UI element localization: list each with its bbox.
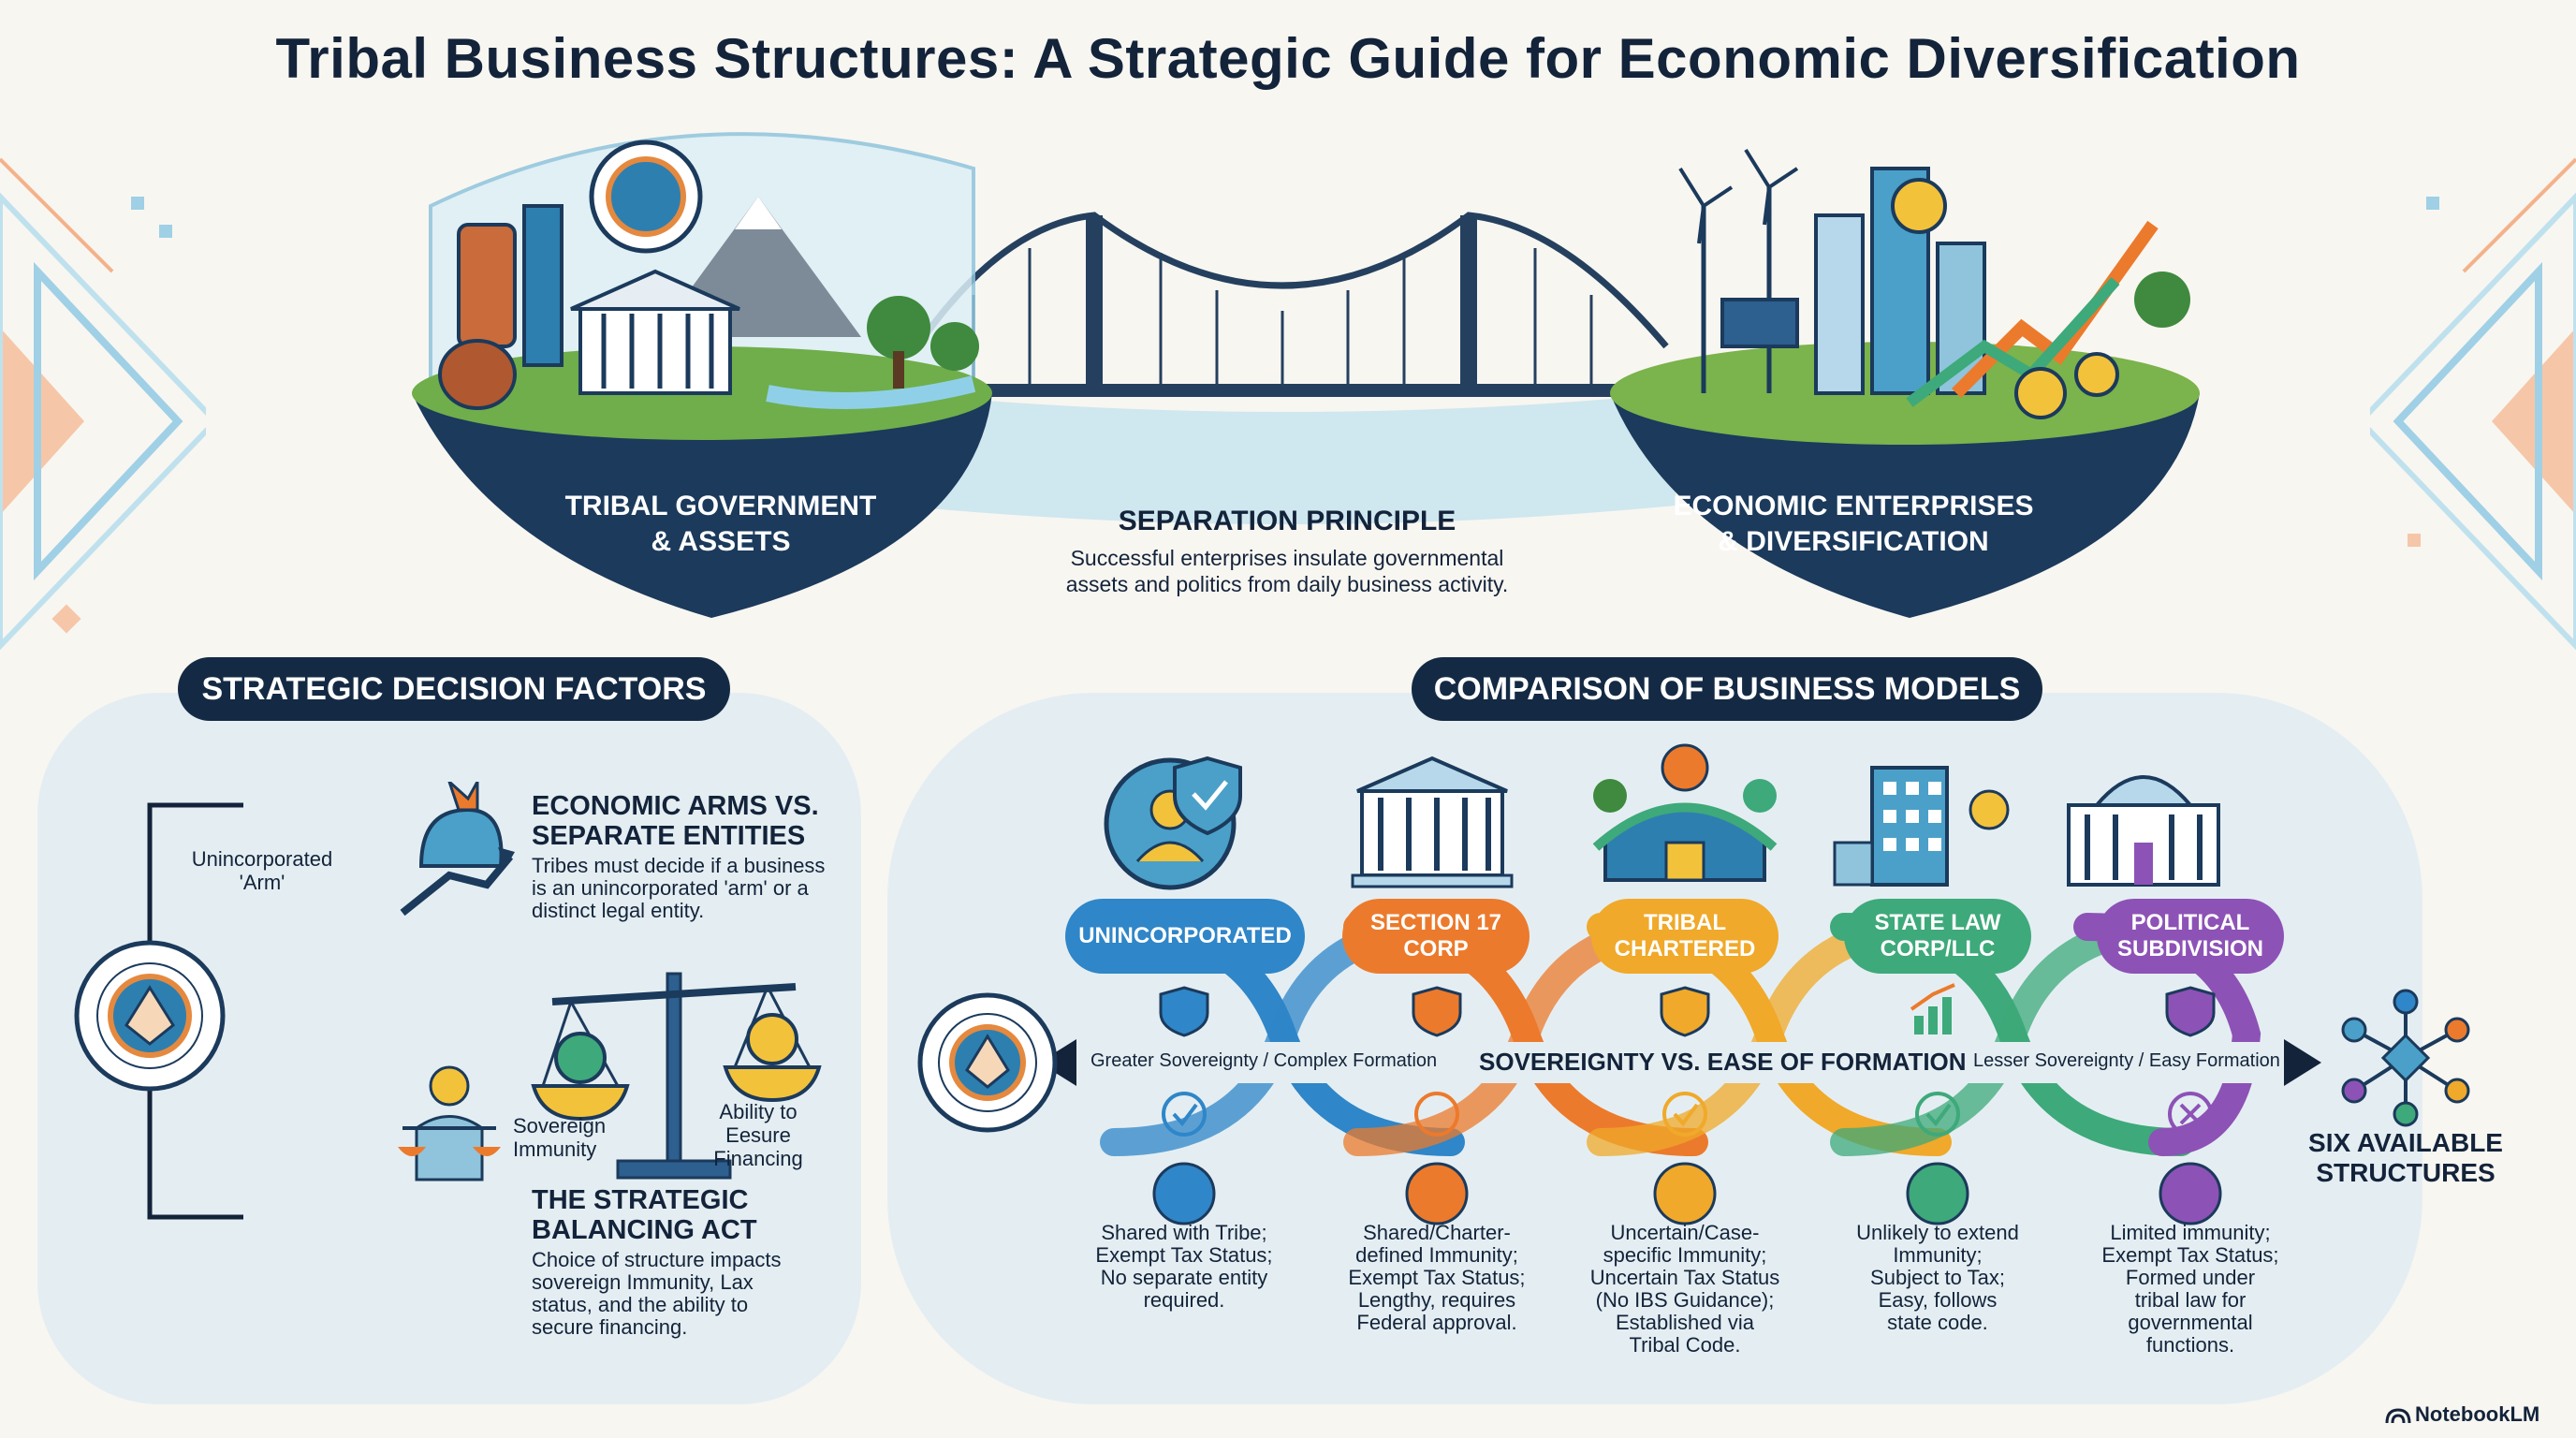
- model-label-unincorporated: UNINCORPORATED: [1065, 899, 1305, 974]
- network-icon: [1152, 1162, 1216, 1225]
- lower-status-icons: [1152, 1092, 2222, 1225]
- balancing-person-icon: [398, 1065, 501, 1181]
- tribal-lodge-icon: [1592, 743, 1778, 882]
- model-desc-unincorporated: Shared with Tribe;Exempt Tax Status;No s…: [1095, 1221, 1273, 1312]
- left-island-label: TRIBAL GOVERNMENT& ASSETS: [564, 491, 877, 557]
- shield-icon: [1159, 986, 1209, 1037]
- clock-icon: [1906, 1162, 1969, 1225]
- unincorporated-arm-label: Unincorporated'Arm': [191, 847, 333, 894]
- shield-icon: [1412, 986, 1462, 1037]
- tribal-seal-icon-small: [917, 992, 1058, 1133]
- model-desc-political-subdivision: Limited immunity;Exempt Tax Status;Forme…: [2101, 1221, 2279, 1357]
- shield-icon: [2165, 986, 2216, 1037]
- model-desc-tribal-chartered: Uncertain/Case-specific Immunity;Uncerta…: [1589, 1221, 1780, 1357]
- tribal-government-island: [412, 132, 992, 618]
- check-icon: [1162, 1092, 1207, 1137]
- notebooklm-brand: NotebookLM: [2415, 1402, 2540, 1426]
- hand-coin-icon: [1405, 1162, 1469, 1225]
- bar-chart-icon: [1910, 983, 1955, 1034]
- shield-icon: [1660, 986, 1710, 1037]
- cycle-dollar-icon: [1653, 1162, 1717, 1225]
- check-icon: [1915, 1092, 1960, 1137]
- check-icon: [1662, 1092, 1707, 1137]
- notebooklm-logo-icon: [2385, 1408, 2411, 1424]
- user-shield-icon: [1104, 756, 1242, 890]
- axis-left-label: Greater Sovereignty / Complex Formation: [1090, 1050, 1438, 1071]
- check-badge-icon: [2159, 1162, 2222, 1225]
- bridge-icon: [915, 212, 1669, 397]
- axis-right-label: Lesser Sovereignty / Easy Formation: [1973, 1050, 2280, 1071]
- economic-arms-title: ECONOMIC ARMS VS.SEPARATE ENTITIES: [532, 791, 819, 851]
- axis-label-bar: [1076, 1042, 2284, 1083]
- model-icons-row: [1104, 743, 2220, 890]
- government-building-icon: [1351, 756, 1514, 888]
- separation-text: Successful enterprises insulate governme…: [1065, 546, 1509, 596]
- left-decoration: [0, 157, 206, 651]
- economic-arm-icon: [400, 782, 515, 917]
- comparison-heading: COMPARISON OF BUSINESS MODELS: [1412, 657, 2042, 721]
- capitol-building-icon: [2067, 775, 2220, 887]
- tribal-seal-icon: [74, 940, 226, 1092]
- header-illustration: [412, 132, 2200, 618]
- office-tower-icon: [1833, 766, 2010, 887]
- right-decoration: [2370, 157, 2576, 651]
- cross-icon: [2168, 1092, 2213, 1137]
- balance-scale-icon: [531, 972, 822, 1180]
- network-hub-icon: [2341, 989, 2470, 1127]
- decision-factors-heading: STRATEGIC DECISION FACTORS: [178, 657, 730, 721]
- right-island-label: ECONOMIC ENTERPRISES& DIVERSIFICATION: [1673, 491, 2034, 557]
- model-desc-section17: Shared/Charter-defined Immunity;Exempt T…: [1348, 1221, 1526, 1334]
- separation-title: SEPARATION PRINCIPLE: [1118, 506, 1456, 536]
- axis-center-label: SOVEREIGNTY VS. EASE OF FORMATION: [1479, 1048, 1967, 1076]
- economic-enterprises-island: [1610, 148, 2200, 618]
- upper-status-icons: [1159, 983, 2216, 1037]
- dollar-badge-icon: [1414, 1092, 1459, 1137]
- page-title: Tribal Business Structures: A Strategic …: [275, 27, 2301, 90]
